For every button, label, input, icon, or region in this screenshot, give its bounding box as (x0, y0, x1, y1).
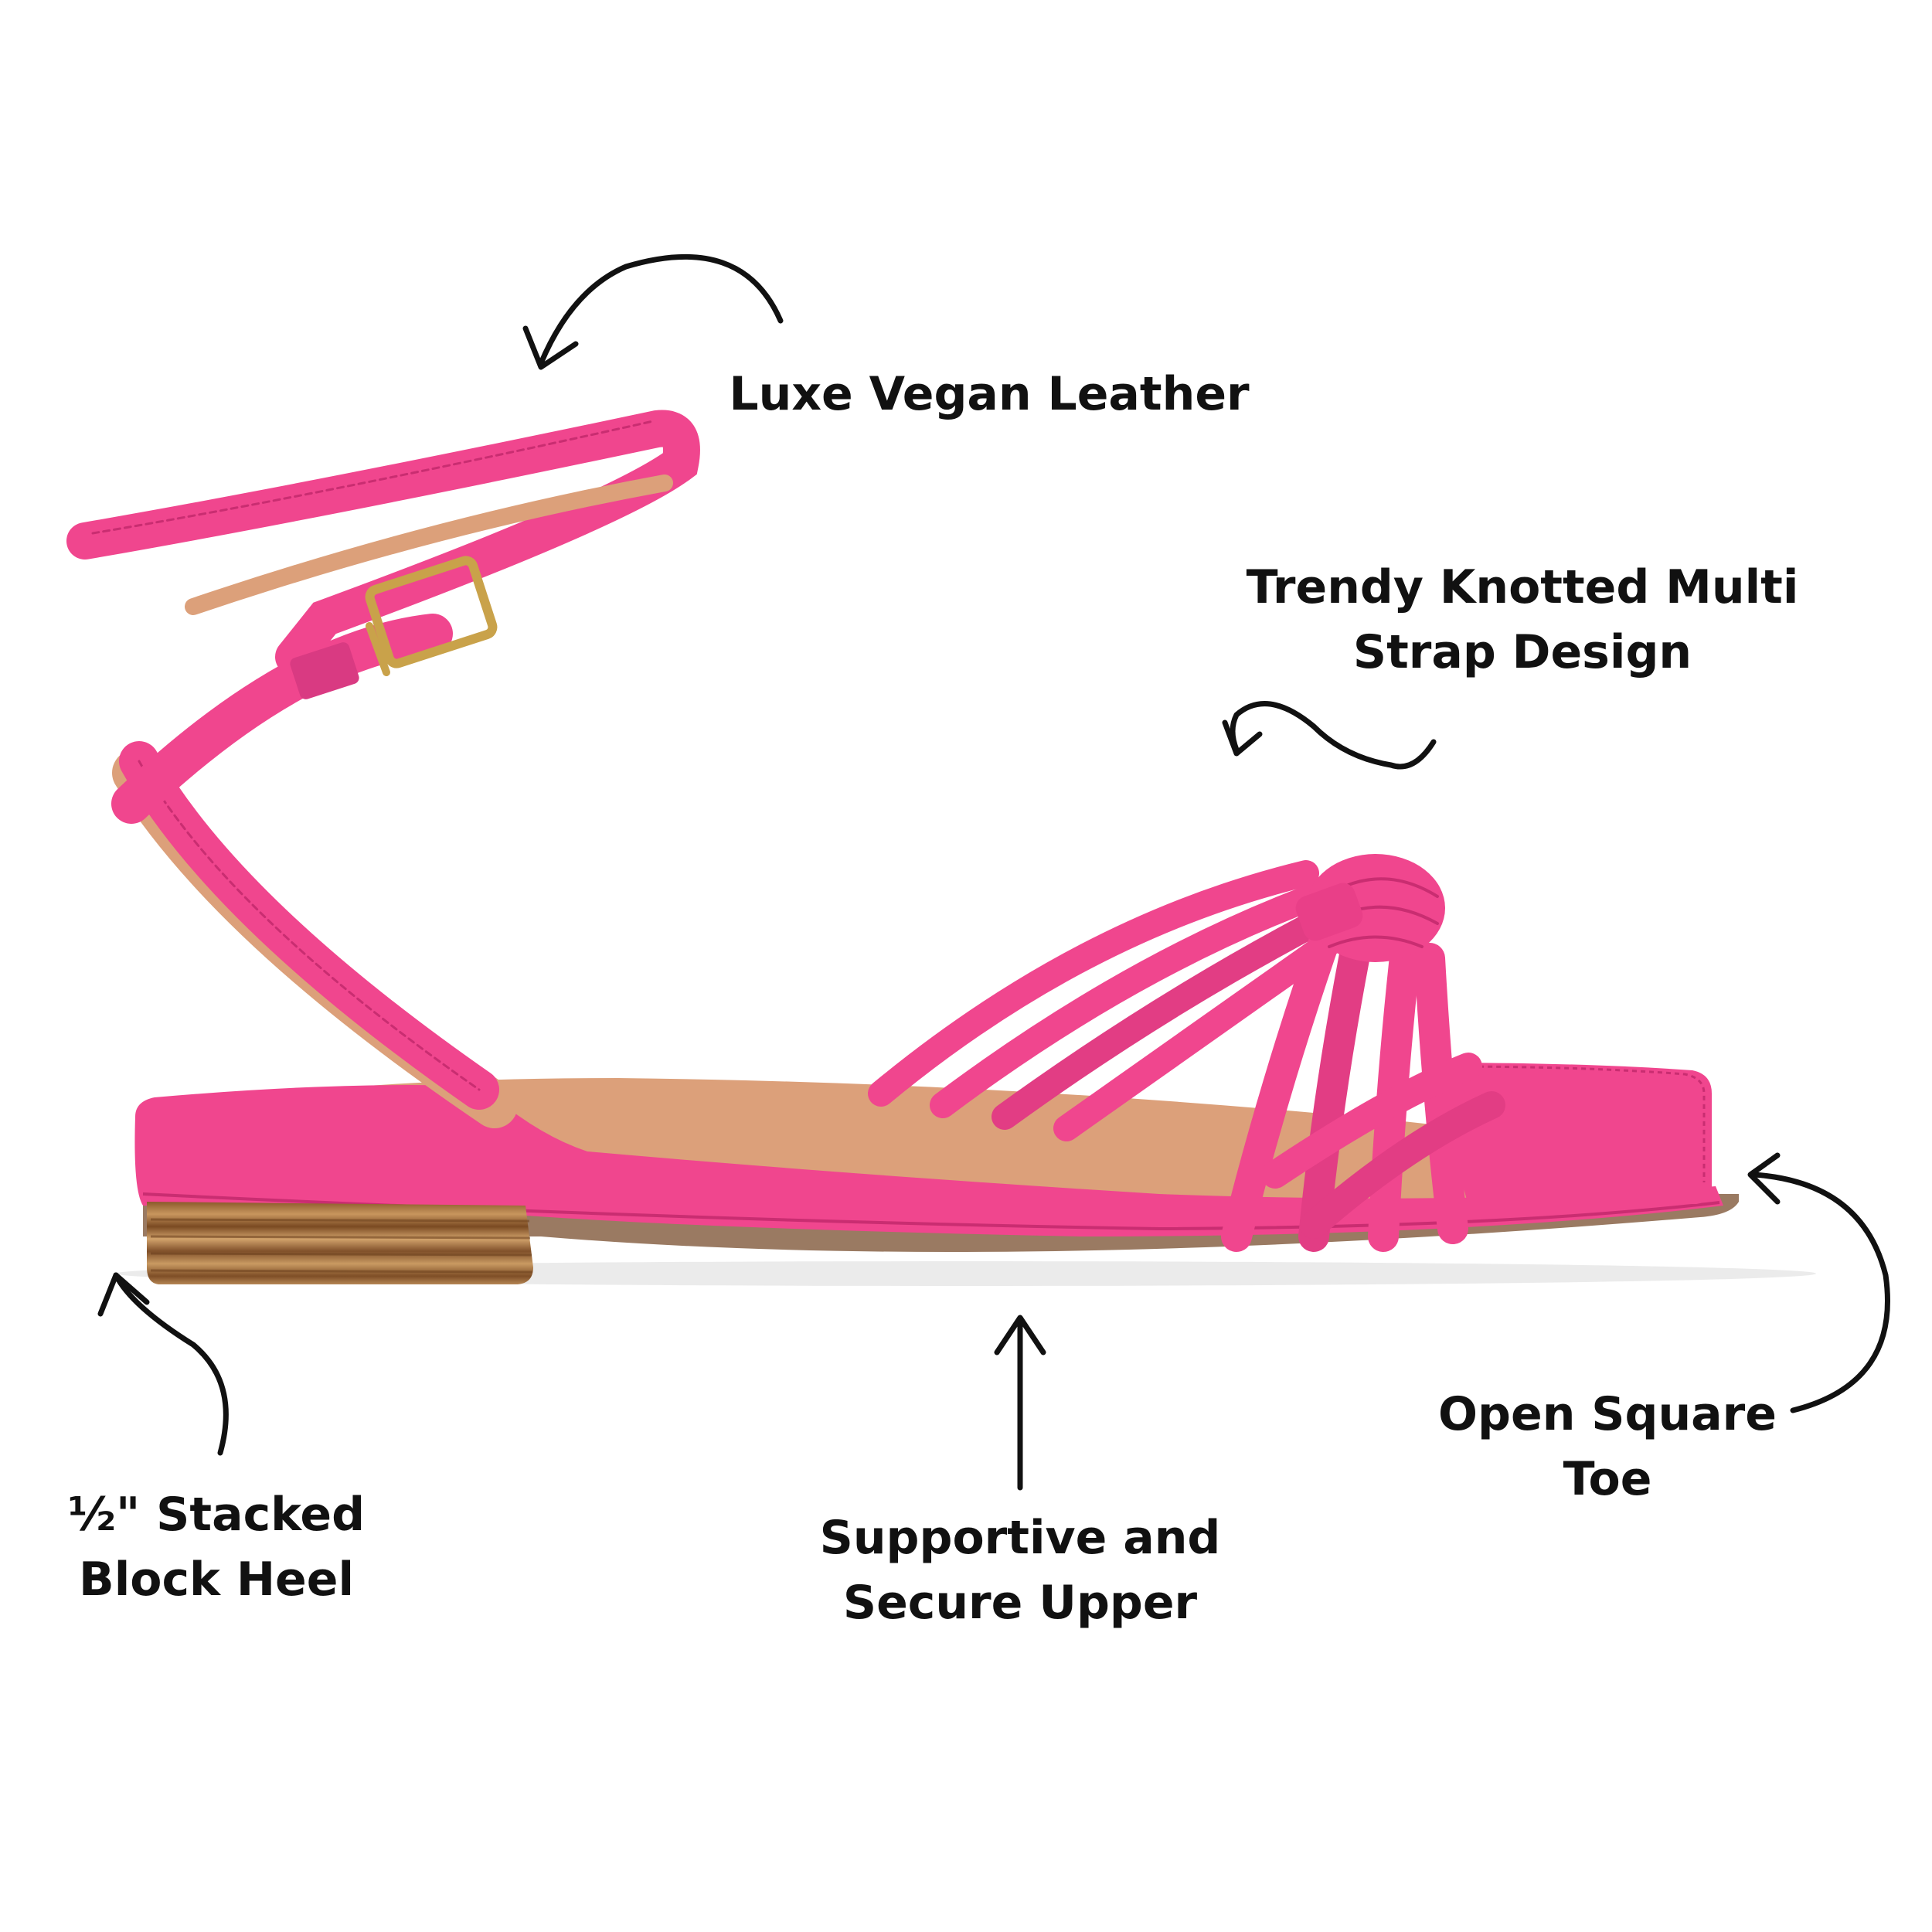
arrow-toe (1751, 1172, 1890, 1413)
callout-heel-line2: Block Heel (78, 1553, 355, 1607)
arrow-knot-head (1222, 719, 1263, 757)
arrow-leather (538, 253, 784, 366)
buckle (290, 556, 498, 699)
arrow-toe-head (1747, 1152, 1781, 1205)
arrow-knot (1230, 701, 1437, 770)
callout-stacked-heel: ½" Stacked Block Heel (31, 1482, 402, 1612)
ground-shadow (116, 1261, 1816, 1286)
annotation-arrows (97, 253, 1890, 1491)
arrow-heel (113, 1272, 229, 1456)
callout-upper-line1: Supportive and (819, 1511, 1221, 1565)
arrow-heel-head (97, 1272, 150, 1317)
open-square-toe (1430, 1063, 1712, 1206)
callout-luxe-vegan-leather: Luxe Vegan Leather (726, 362, 1252, 427)
callout-upper-line2: Secure Upper (842, 1576, 1198, 1630)
callout-knotted-straps: Trendy Knotted Multi Strap Design (1206, 555, 1839, 685)
callout-open-square-toe: Open Square Toe (1414, 1382, 1801, 1512)
callout-knot-line2: Strap Design (1352, 625, 1692, 679)
arrow-upper-head (994, 1315, 1046, 1355)
heel-grain (150, 1218, 533, 1274)
callout-secure-upper: Supportive and Secure Upper (804, 1505, 1236, 1635)
callout-heel-line1: ½" Stacked (67, 1488, 366, 1542)
callout-toe-line2: Toe (1563, 1452, 1652, 1506)
knotted-straps (868, 854, 1505, 1252)
callout-toe-line1: Open Square (1438, 1387, 1777, 1441)
stacked-block-heel (147, 1202, 533, 1284)
ankle-strap (66, 410, 700, 1128)
arrow-leather-head (522, 325, 579, 370)
callout-knot-line1: Trendy Knotted Multi (1246, 560, 1799, 614)
callout-leather-line1: Luxe Vegan Leather (729, 367, 1250, 421)
toe-stitching (1444, 1065, 1706, 1182)
